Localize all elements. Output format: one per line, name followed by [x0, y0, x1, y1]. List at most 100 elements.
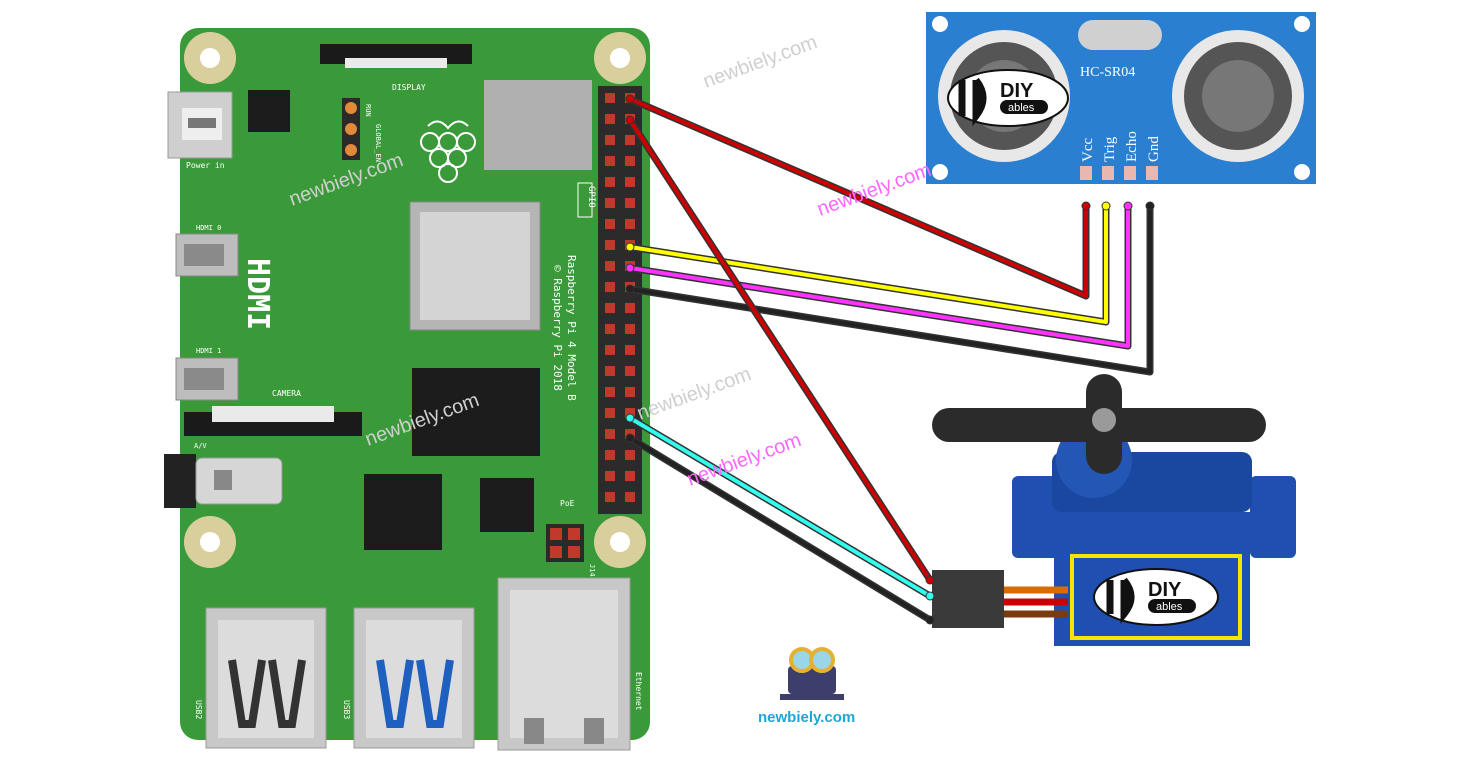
gpio-pin: [605, 429, 615, 439]
gpio-pin: [625, 471, 635, 481]
gpio-pin: [605, 114, 615, 124]
svg-text:CAMERA: CAMERA: [272, 389, 301, 398]
gpio-pin: [605, 93, 615, 103]
servo-horn: [932, 374, 1266, 474]
gpio-pin: [605, 345, 615, 355]
svg-text:Ethernet: Ethernet: [634, 672, 643, 711]
wire-endpoint: [625, 263, 635, 273]
diyables-logo: DIY ables: [1093, 568, 1219, 626]
gpio-label: GPIO: [577, 182, 596, 218]
gpio-pin: [625, 177, 635, 187]
gpio-pin: [605, 450, 615, 460]
usb2-port: USB2: [194, 607, 327, 749]
gpio-pin: [605, 240, 615, 250]
ultrasonic-transducer: [1172, 30, 1304, 162]
gpio-pin: [605, 282, 615, 292]
chip: [364, 474, 442, 550]
trig-wire: [629, 206, 1108, 324]
svg-text:HDMI 1: HDMI 1: [196, 347, 221, 355]
gpio-pin: [605, 408, 615, 418]
svg-text:GPIO: GPIO: [586, 186, 596, 208]
gpio-pin: [605, 324, 615, 334]
chip: [412, 368, 540, 456]
wire-endpoint: [925, 575, 935, 585]
model-text: Raspberry Pi 4 Model B: [565, 255, 578, 401]
display-connector: DISPLAY: [320, 44, 472, 92]
usb3-port: USB3: [342, 607, 475, 749]
watermark-text: newbiely.com: [634, 363, 754, 425]
gpio-pin: [605, 366, 615, 376]
gpio-pin: [605, 198, 615, 208]
gpio-pin: [605, 261, 615, 271]
newbiely-logo: newbiely.com: [758, 647, 855, 726]
wire-endpoint: [1101, 201, 1111, 211]
wire-endpoint: [1123, 201, 1133, 211]
pin-label-echo: Echo: [1124, 131, 1140, 162]
svg-text:RUN: RUN: [364, 104, 372, 117]
wire-endpoint: [625, 284, 635, 294]
run-header: RUN GLOBAL_EN: [342, 98, 382, 162]
ethernet-port: Ethernet: [497, 577, 643, 751]
servo-signal-wire: [628, 416, 932, 598]
gpio-pin: [625, 219, 635, 229]
svg-text:ables: ables: [1156, 601, 1183, 613]
sensor-name: HC-SR04: [1080, 65, 1135, 80]
gpio-pin: [605, 471, 615, 481]
wire-endpoint: [625, 413, 635, 423]
gpio-pin: [625, 345, 635, 355]
av-jack: A/V: [164, 442, 283, 508]
echo-wire-outline: [629, 206, 1132, 350]
servo-power-wire: [628, 118, 932, 582]
servo-motor: DIY ables: [932, 374, 1296, 646]
hdmi1-port: HDMI 1: [175, 347, 239, 401]
soc-chip: [409, 201, 541, 331]
wire-endpoint: [1145, 201, 1155, 211]
svg-text:DIY: DIY: [1000, 80, 1034, 102]
wire-endpoint: [925, 591, 935, 601]
gpio-pin: [625, 387, 635, 397]
gpio-pin: [605, 156, 615, 166]
svg-text:GLOBAL_EN: GLOBAL_EN: [374, 124, 382, 162]
gpio-pin: [605, 303, 615, 313]
sensor-pin: [1102, 166, 1114, 180]
svg-text:USB3: USB3: [342, 700, 351, 719]
sensor-pin: [1146, 166, 1158, 180]
gpio-pin: [625, 366, 635, 376]
chip: [480, 478, 534, 532]
wires: [625, 94, 1155, 625]
sensor-pin: [1124, 166, 1136, 180]
gpio-pin: [605, 387, 615, 397]
servo-gnd-wire: [628, 436, 932, 622]
wire-endpoint: [625, 115, 635, 125]
gpio-header: [598, 86, 642, 514]
copyright-text: © Raspberry Pi 2018: [551, 265, 564, 391]
gpio-pin: [625, 135, 635, 145]
logo-text: newbiely.com: [758, 709, 855, 726]
chip: [248, 90, 290, 132]
svg-text:A/V: A/V: [194, 442, 207, 450]
pin-label-trig: Trig: [1102, 136, 1118, 162]
echo-wire: [629, 206, 1130, 348]
gpio-pin: [605, 135, 615, 145]
poe-header: PoE J14: [546, 499, 596, 577]
chip: [484, 80, 592, 170]
power-in-port: Power in: [167, 91, 233, 170]
gpio-pin: [625, 303, 635, 313]
svg-text:PoE: PoE: [560, 499, 575, 508]
svg-text:HDMI 0: HDMI 0: [196, 224, 221, 232]
svg-text:DIY: DIY: [1148, 579, 1182, 601]
gpio-pin: [625, 156, 635, 166]
gpio-pin: [625, 492, 635, 502]
gpio-pin: [605, 177, 615, 187]
gpio-pin: [605, 492, 615, 502]
pin-label-gnd: Gnd: [1146, 136, 1162, 162]
svg-text:USB2: USB2: [194, 700, 203, 719]
gpio-pin: [625, 450, 635, 460]
mounting-hole: [184, 516, 236, 568]
raspberry-pi-board: DISPLAY Power in RUN GLOBAL_EN: [164, 28, 650, 751]
mounting-hole: [594, 32, 646, 84]
wire-endpoint: [625, 242, 635, 252]
mounting-hole: [594, 516, 646, 568]
wire-endpoint: [925, 615, 935, 625]
wire-endpoint: [625, 433, 635, 443]
